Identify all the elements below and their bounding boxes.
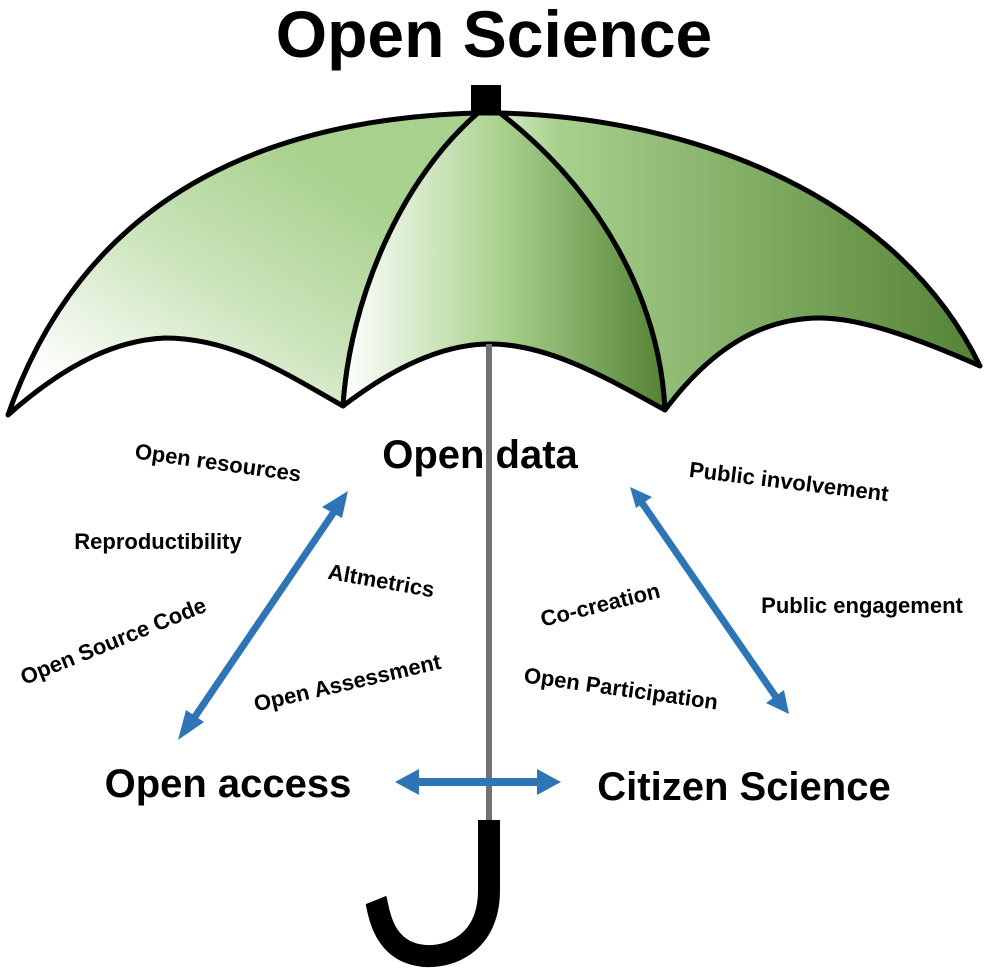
arrow-open-data-open-access xyxy=(178,491,348,740)
term-open-assessment: Open Assessment xyxy=(251,649,444,717)
umbrella-shaft xyxy=(486,344,492,824)
pillar-open-access: Open access xyxy=(105,762,352,806)
term-co-creation: Co-creation xyxy=(538,578,663,632)
arrowhead-down xyxy=(766,690,789,714)
term-public-engagement: Public engagement xyxy=(761,593,963,618)
term-open-source-code: Open Source Code xyxy=(17,592,210,689)
arrowhead-up xyxy=(322,491,348,518)
term-open-participation: Open Participation xyxy=(522,663,719,715)
umbrella-tip xyxy=(471,85,501,115)
term-reproductibility: Reproductibility xyxy=(74,529,242,554)
arrow-open-data-citizen-science xyxy=(630,487,789,714)
arrowhead-left xyxy=(395,769,419,795)
diagram-title: Open Science xyxy=(276,0,713,71)
term-altmetrics: Altmetrics xyxy=(326,559,436,602)
arrowhead-right xyxy=(537,769,561,795)
pillar-open-data: Open data xyxy=(382,433,578,477)
canopy-panel-right-outer xyxy=(497,110,983,413)
pillar-citizen-science: Citizen Science xyxy=(597,765,890,809)
term-public-involvement: Public involvement xyxy=(688,457,891,506)
umbrella-handle xyxy=(365,820,500,968)
arrow-open-access-citizen-science xyxy=(395,769,561,795)
arrowhead-up xyxy=(630,487,652,508)
umbrella-canopy xyxy=(5,110,983,418)
term-open-resources: Open resources xyxy=(133,439,302,487)
arrowhead-down xyxy=(178,710,204,740)
